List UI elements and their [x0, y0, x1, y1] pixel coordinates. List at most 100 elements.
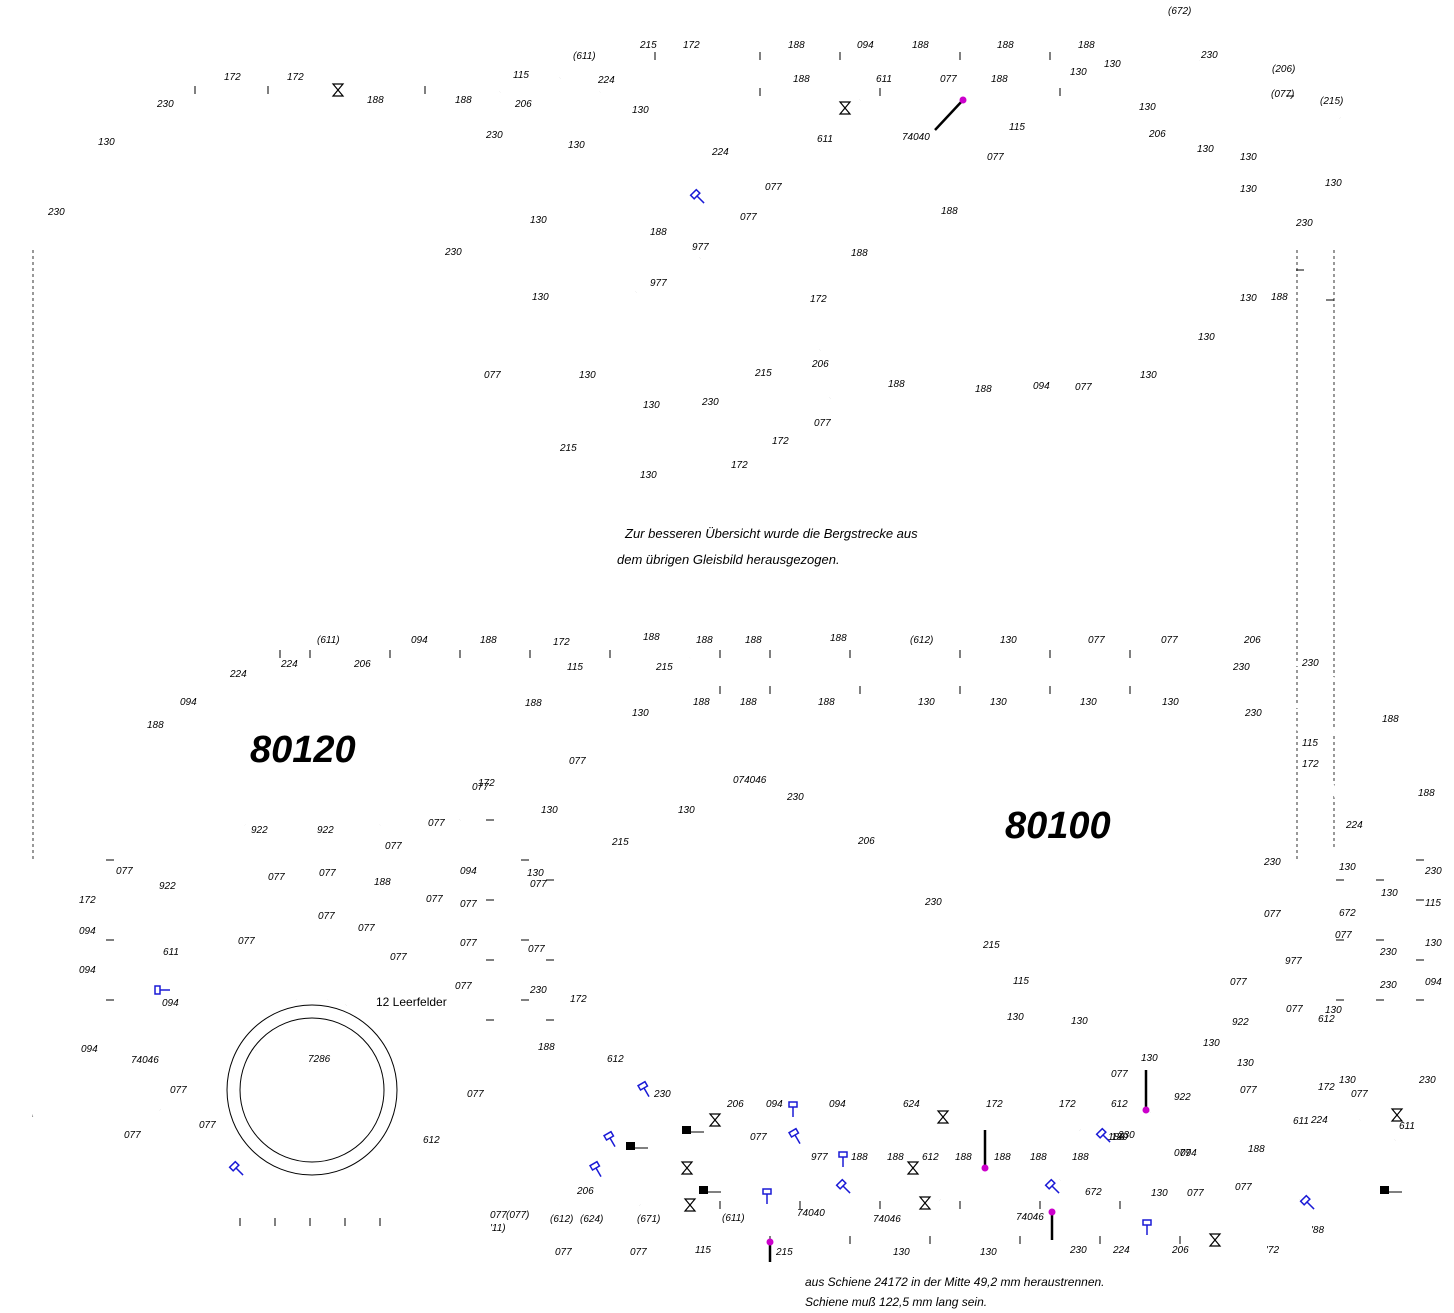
- track-part-label: 230: [1379, 980, 1397, 991]
- buffer-stop-icon: [683, 1198, 697, 1212]
- track-part-label: 077: [555, 1247, 572, 1258]
- track-part-label: 188: [367, 95, 384, 106]
- rail-gap: [698, 98, 861, 259]
- track-part-label: 077: [170, 1085, 187, 1096]
- track-part-label: 188: [1382, 714, 1399, 725]
- track-part-label: 172: [772, 436, 789, 447]
- signal-icon: [838, 1151, 848, 1167]
- track-part-label: 077: [460, 899, 477, 910]
- track-part-label: 130: [1425, 938, 1442, 949]
- track-part-label: 130: [1237, 1058, 1254, 1069]
- signal-head: [762, 1188, 772, 1195]
- signal-icon: [603, 1130, 616, 1148]
- track-part-label: 077: [490, 1210, 507, 1221]
- left-layout-track-1: [488, 656, 1397, 1207]
- mountain-track-4: [680, 90, 1277, 402]
- buffer-stop-shape: [1208, 1233, 1222, 1247]
- track-part-label: 077: [390, 952, 407, 963]
- signal-head: [838, 1151, 848, 1158]
- buffer-stop-shape: [680, 1161, 694, 1175]
- track-part-label: 188: [788, 40, 805, 51]
- track-part-label: 230: [1200, 50, 1218, 61]
- track-part-label: 130: [640, 470, 657, 481]
- signal-head: [154, 985, 161, 995]
- track-part-label: 188: [793, 74, 810, 85]
- mountain-track-5: [513, 78, 1292, 422]
- track-part-label: 077: [467, 1089, 484, 1100]
- rail-gap: [34, 88, 340, 251]
- cut-note-line-1: aus Schiene 24172 in der Mitte 49,2 mm h…: [805, 1275, 1105, 1289]
- track-part-label: 188: [1108, 1132, 1125, 1143]
- track-part-label: 172: [810, 294, 827, 305]
- track-part-label: 206: [1148, 129, 1166, 140]
- mountain-note-line-1: Zur besseren Übersicht wurde die Bergstr…: [624, 526, 918, 541]
- track-part-label: 077: [1230, 977, 1247, 988]
- rail-outer: [680, 91, 1276, 401]
- rail-gap: [660, 64, 1302, 860]
- signal-mast: [696, 195, 705, 204]
- right-layout-track-8: [1079, 1128, 1201, 1174]
- rail-gap: [488, 656, 1397, 1207]
- signal-icon: [689, 188, 705, 204]
- track-part-label: 188: [1271, 292, 1288, 303]
- buffer-stop-icon: [936, 1110, 950, 1124]
- track-part-label: 172: [79, 895, 96, 906]
- buffer-stop-shape: [838, 101, 852, 115]
- track-part-label: 74040: [902, 132, 930, 143]
- track-part-label: 094: [1425, 977, 1442, 988]
- mountain-track-9: [1199, 58, 1341, 120]
- turntable-number: 7286: [308, 1054, 331, 1065]
- turntable-pit-inner: [239, 1017, 385, 1163]
- track-part-label: 094: [857, 40, 874, 51]
- track-part-label: 094: [81, 1044, 98, 1055]
- layout-title-80120: 80120: [250, 729, 356, 771]
- track-part-label: 188: [643, 632, 660, 643]
- track-part-label: 74046: [131, 1055, 159, 1066]
- layout-title-80100: 80100: [1005, 805, 1111, 847]
- track-part-label: 188: [955, 1152, 972, 1163]
- track-part-label: 612: [922, 1152, 939, 1163]
- track-part-label: 094: [1033, 381, 1050, 392]
- signal-head: [1142, 1219, 1152, 1226]
- signal-icon: [788, 1101, 798, 1117]
- track-part-label: 224: [711, 147, 729, 158]
- track-part-label: 172: [570, 994, 587, 1005]
- track-part-label: 130: [1080, 697, 1097, 708]
- rail-gap: [1299, 1139, 1397, 1202]
- buffer-stop-shape: [918, 1196, 932, 1210]
- feeder-arrow-icon: [981, 1130, 989, 1172]
- signal-icon: [1142, 1219, 1152, 1235]
- track-part-label: 077: [987, 152, 1004, 163]
- rail-gap: [513, 78, 1292, 422]
- mountain-track-2: [496, 76, 831, 457]
- track-part-label: 172: [478, 778, 495, 789]
- track-part-label: 188: [941, 206, 958, 217]
- track-part-label: 130: [527, 868, 544, 879]
- track-part-label: 130: [1339, 862, 1356, 873]
- track-part-label: 094: [766, 1099, 783, 1110]
- track-part-label: 188: [147, 720, 164, 731]
- track-part-label: 130: [1240, 293, 1257, 304]
- track-part-label: 188: [525, 698, 542, 709]
- signal-mast: [643, 1087, 650, 1098]
- feeder-tip: [959, 96, 967, 104]
- track-part-label: (612): [550, 1214, 573, 1225]
- track-part-label: 224: [229, 669, 247, 680]
- rail-gap: [30, 860, 400, 1224]
- track-part-label: 672: [1339, 908, 1356, 919]
- feeder-arrow-icon: [1142, 1070, 1150, 1114]
- track-part-label: 115: [567, 662, 583, 673]
- track-part-label: 188: [887, 1152, 904, 1163]
- feeder-arrow-icon: [766, 1238, 774, 1262]
- track-part-label: 206: [353, 659, 371, 670]
- track-part-label: 130: [1197, 144, 1214, 155]
- mountain-track-0: [340, 54, 1332, 1080]
- signal-icon: [154, 985, 170, 995]
- track-part-label: 977: [692, 242, 709, 253]
- track-part-label: 130: [1071, 1016, 1088, 1027]
- track-part-label: 130: [1198, 332, 1215, 343]
- rail-gap: [108, 652, 1402, 1242]
- track-part-label: 130: [1339, 1075, 1356, 1086]
- rail-gap: [255, 1048, 641, 1207]
- track-part-label: 130: [1240, 184, 1257, 195]
